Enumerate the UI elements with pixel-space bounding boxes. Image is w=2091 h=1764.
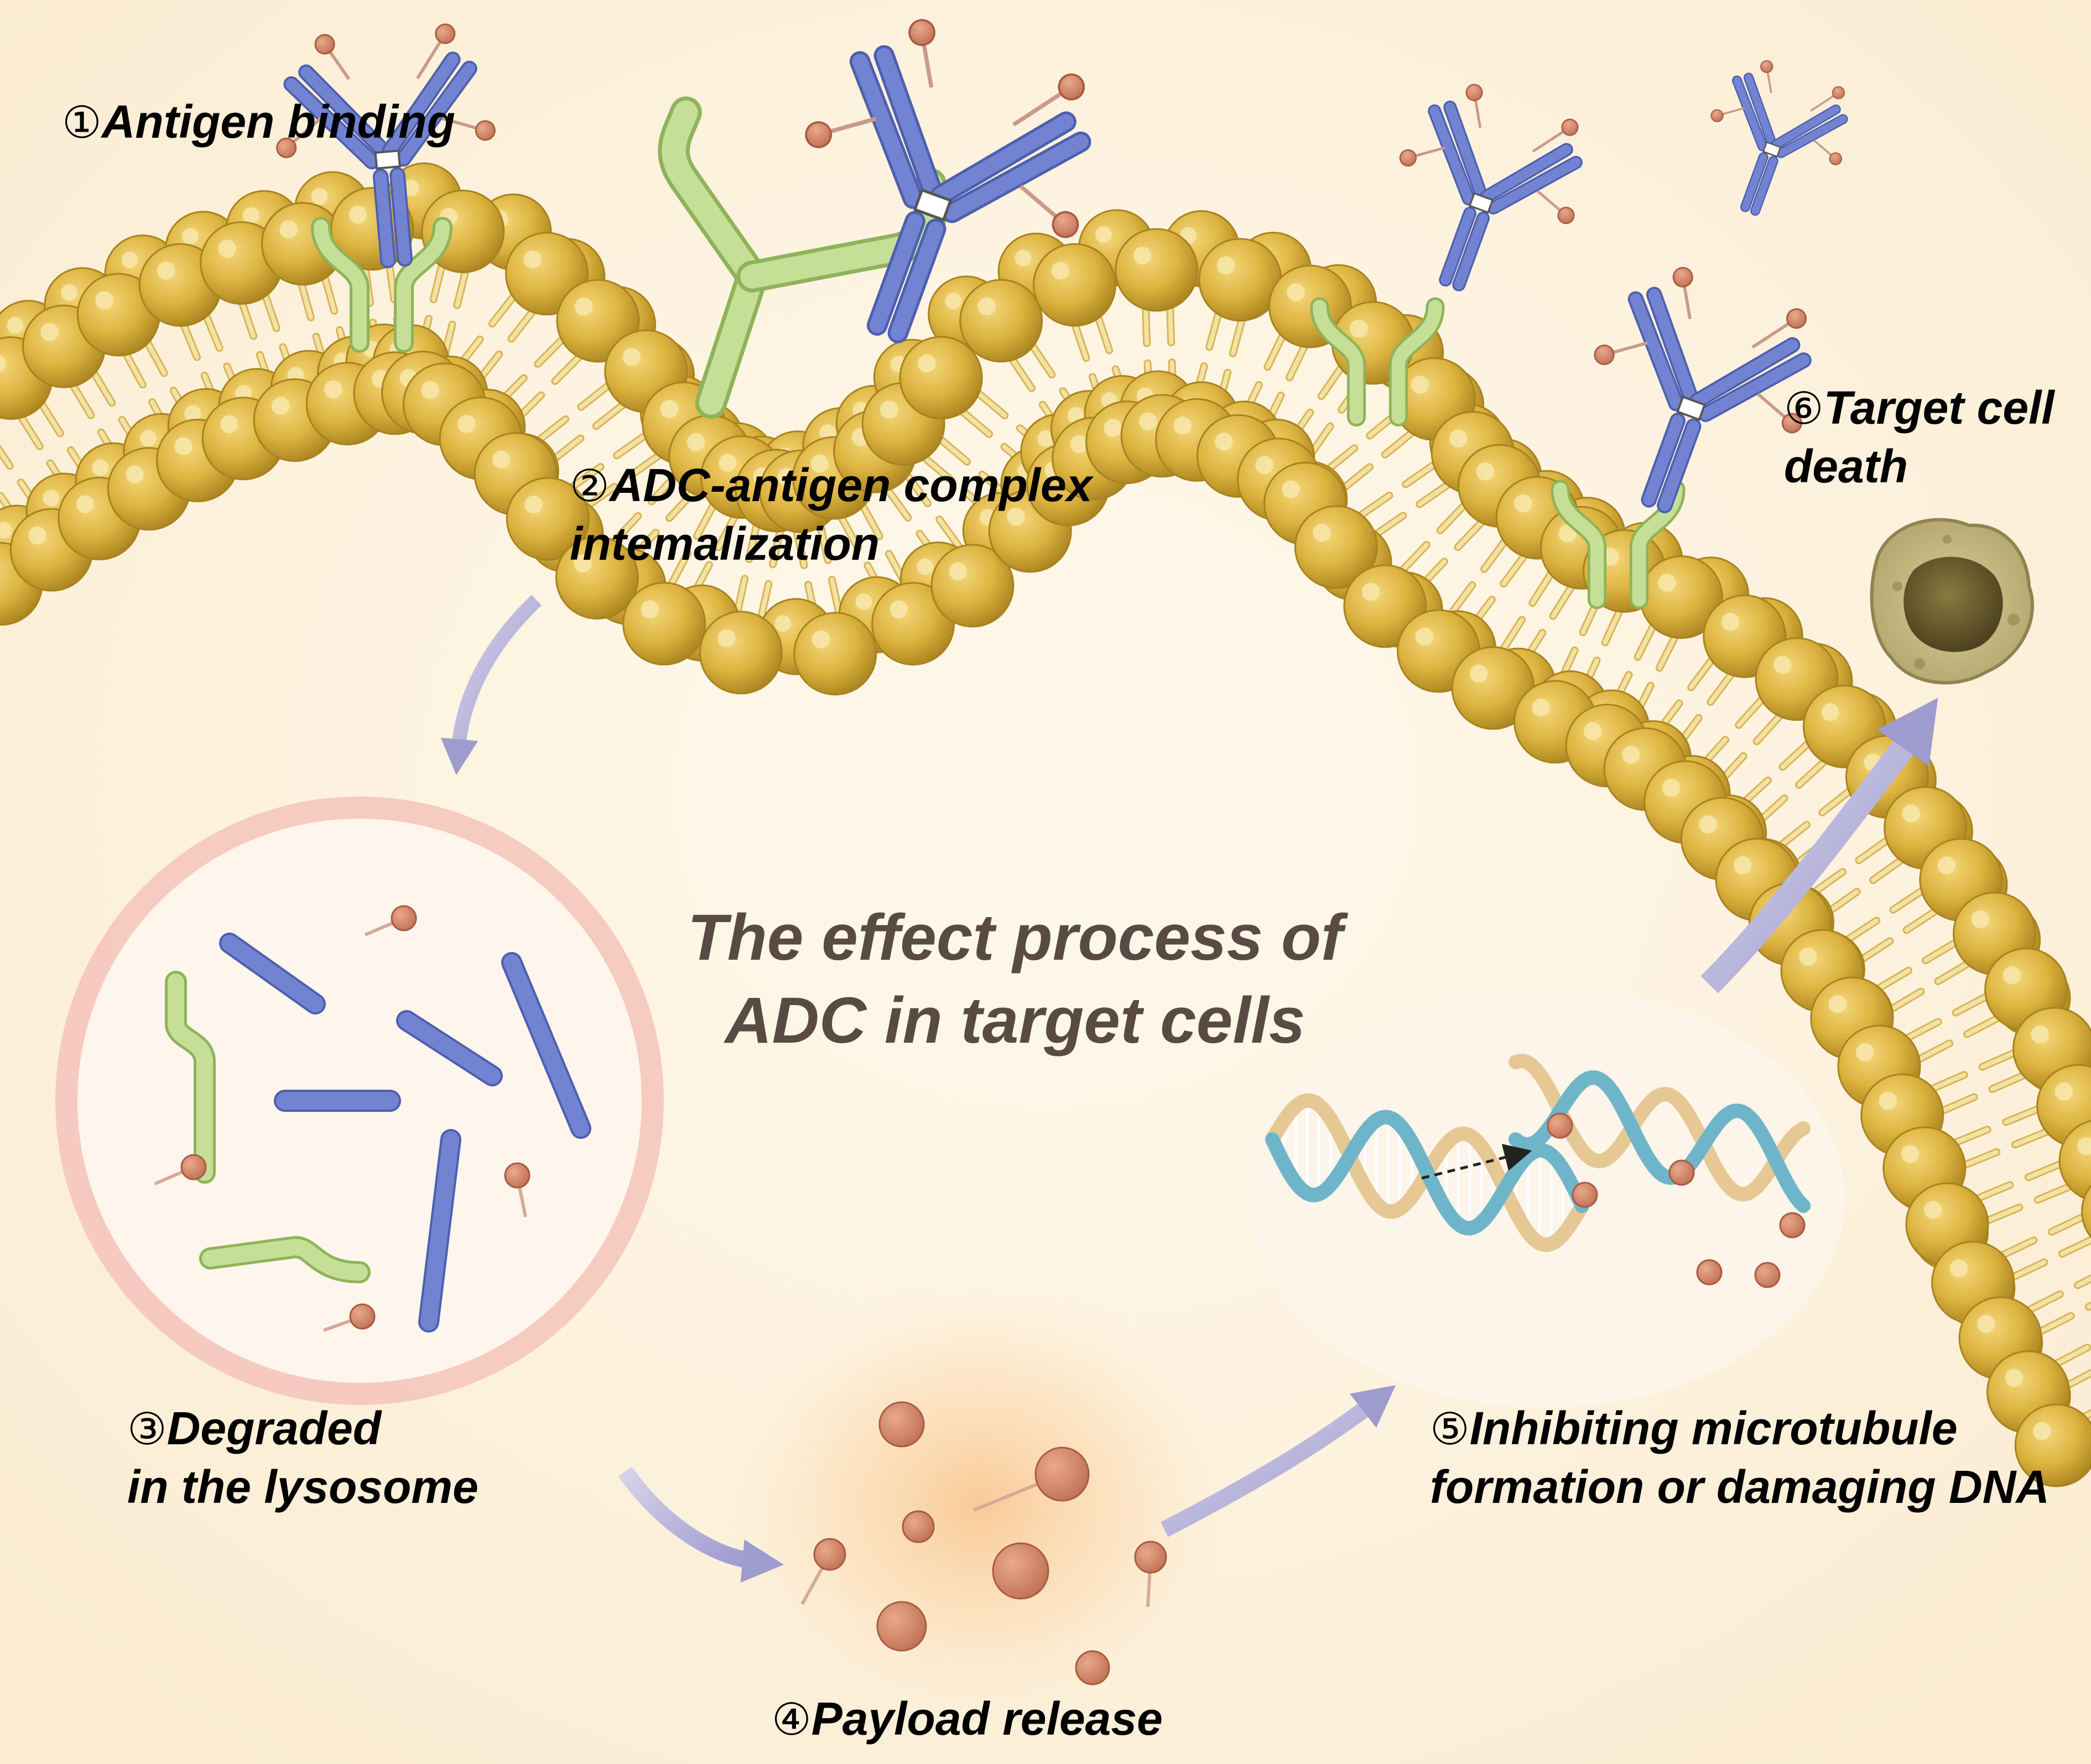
payload-icon: [1075, 1650, 1110, 1685]
title-line-1: The effect process of: [687, 901, 1343, 974]
payload-icon: [1034, 1446, 1090, 1502]
antigen-icon: [311, 217, 452, 353]
step-2-text-line-1: ADC-antigen complex: [609, 459, 1093, 511]
antibody-icon: [1710, 60, 1848, 216]
step-2-label: ②ADC-antigen complex intemalization: [570, 456, 1093, 573]
lysosome-icon: [55, 797, 664, 1405]
step-3-text-line-2: in the lysosome: [127, 1461, 478, 1513]
released-payloads: [800, 1401, 1167, 1685]
arrow-icon: [1161, 1385, 1396, 1537]
payload-icon: [813, 1538, 846, 1571]
degraded-fragments: [154, 905, 591, 1333]
payload-icon: [391, 905, 417, 932]
dna-icon: [1265, 1054, 1811, 1288]
antibody-icon: [805, 19, 1091, 344]
payload-icon: [902, 1510, 935, 1543]
dead-cell-icon: [1870, 518, 2035, 685]
step-5-number: ⑤: [1430, 1403, 1470, 1455]
payload-icon: [504, 1162, 530, 1189]
step-3-text-line-1: Degraded: [167, 1402, 382, 1454]
antibody-group: [276, 19, 1848, 513]
payload-release-area: [714, 1278, 1245, 1731]
diagram-title: The effect process of ADC in target cell…: [669, 896, 1361, 1062]
lipid-heads-front: [0, 187, 2091, 1487]
arrow-icon: [618, 1466, 784, 1583]
step-2-number: ②: [570, 460, 610, 512]
step-2-text-line-2: intemalization: [570, 518, 880, 570]
payload-icon: [878, 1401, 925, 1448]
step-6-label: ⑥Target cell death: [1784, 379, 2054, 495]
arrow-icon: [1700, 698, 1938, 993]
title-line-2: ADC in target cells: [725, 984, 1305, 1057]
antibody-icon: [276, 23, 496, 268]
step-6-text-line-2: death: [1784, 440, 1908, 492]
step-6-number: ⑥: [1784, 383, 1824, 434]
payload-icon: [1668, 1159, 1695, 1186]
antigen-icon: [1310, 297, 1445, 427]
payload-icon: [349, 1303, 376, 1330]
step-5-text-line-1: Inhibiting microtubule: [1469, 1402, 1958, 1454]
step-4-number: ④: [772, 1694, 812, 1745]
arrow-icon: [440, 595, 542, 776]
step-4-label: ④Payload release: [772, 1690, 1163, 1749]
payload-icon: [992, 1542, 1049, 1600]
step-3-number: ③: [127, 1403, 167, 1455]
antibody-icon: [1594, 267, 1812, 513]
dna-damage-panel: [1247, 987, 1845, 1408]
step-6-text-line-1: Target cell: [1823, 382, 2054, 434]
payload-icon: [1547, 1112, 1573, 1139]
payload-icon: [1696, 1259, 1723, 1286]
dashed-arrow: [1421, 1144, 1532, 1180]
step-1-label: ①Antigen binding: [62, 93, 455, 152]
step-3-label: ③Degraded in the lysosome: [127, 1399, 478, 1516]
step-1-text: Antigen binding: [101, 96, 455, 148]
step-5-text-line-2: formation or damaging DNA: [1430, 1461, 2050, 1513]
payload-icon: [1134, 1541, 1167, 1574]
payload-icon: [1779, 1212, 1806, 1239]
step-1-number: ①: [62, 97, 102, 148]
payload-icon: [876, 1601, 927, 1652]
payload-icon: [180, 1154, 207, 1180]
process-arrows: [440, 595, 1938, 1583]
payload-icon: [1572, 1182, 1598, 1208]
step-5-label: ⑤Inhibiting microtubule formation or dam…: [1430, 1399, 2050, 1516]
antibody-icon: [1399, 84, 1583, 292]
payload-icon: [1754, 1262, 1781, 1288]
step-4-text: Payload release: [811, 1693, 1163, 1745]
